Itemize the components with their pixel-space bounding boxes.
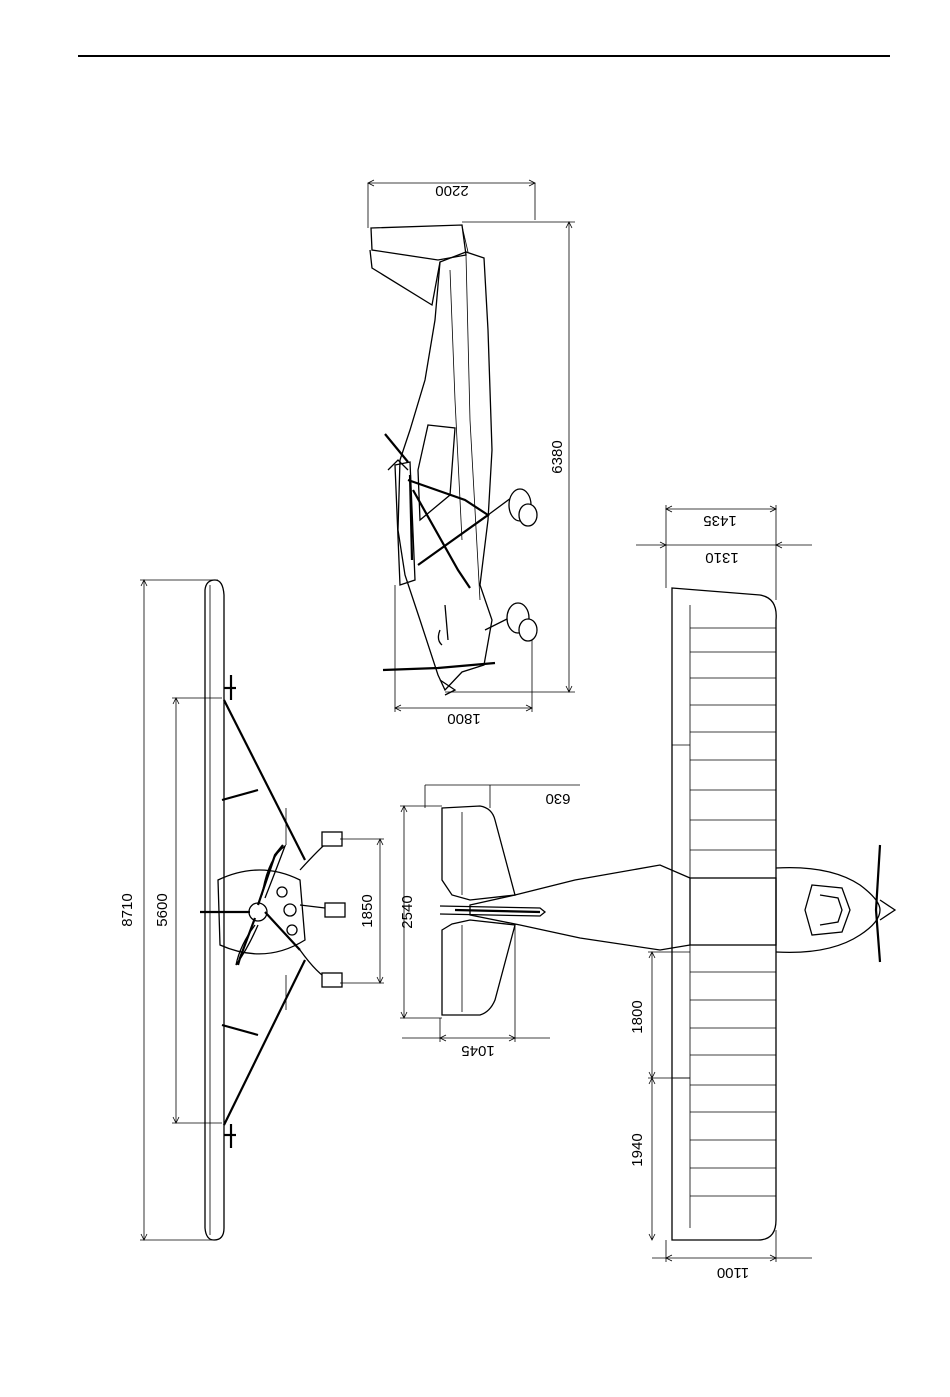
dim-side-wheelbase-top: 2200 bbox=[435, 182, 468, 199]
dim-top-tail-chord: 1045 bbox=[461, 1042, 494, 1059]
dim-top-chord-inner: 1310 bbox=[705, 549, 738, 566]
dim-top-tail-span: 2540 bbox=[399, 895, 416, 928]
wing-ribs bbox=[690, 628, 776, 1196]
dim-side-height: 1800 bbox=[447, 710, 480, 727]
dim-top-aileron: 1940 bbox=[629, 1133, 646, 1166]
front-view bbox=[140, 580, 384, 1240]
side-view bbox=[368, 180, 575, 712]
top-view bbox=[400, 505, 895, 1262]
dim-top-tip: 1100 bbox=[717, 1264, 749, 1281]
dim-front-span: 8710 bbox=[119, 893, 136, 926]
dim-front-strut-span: 5600 bbox=[154, 893, 171, 926]
dim-front-track: 1850 bbox=[359, 894, 376, 927]
dim-top-flap: 1800 bbox=[629, 1000, 646, 1033]
dim-top-tail-offset: 630 bbox=[545, 790, 570, 807]
dim-top-chord-outer: 1435 bbox=[703, 512, 736, 529]
dim-side-length: 6380 bbox=[549, 440, 566, 473]
